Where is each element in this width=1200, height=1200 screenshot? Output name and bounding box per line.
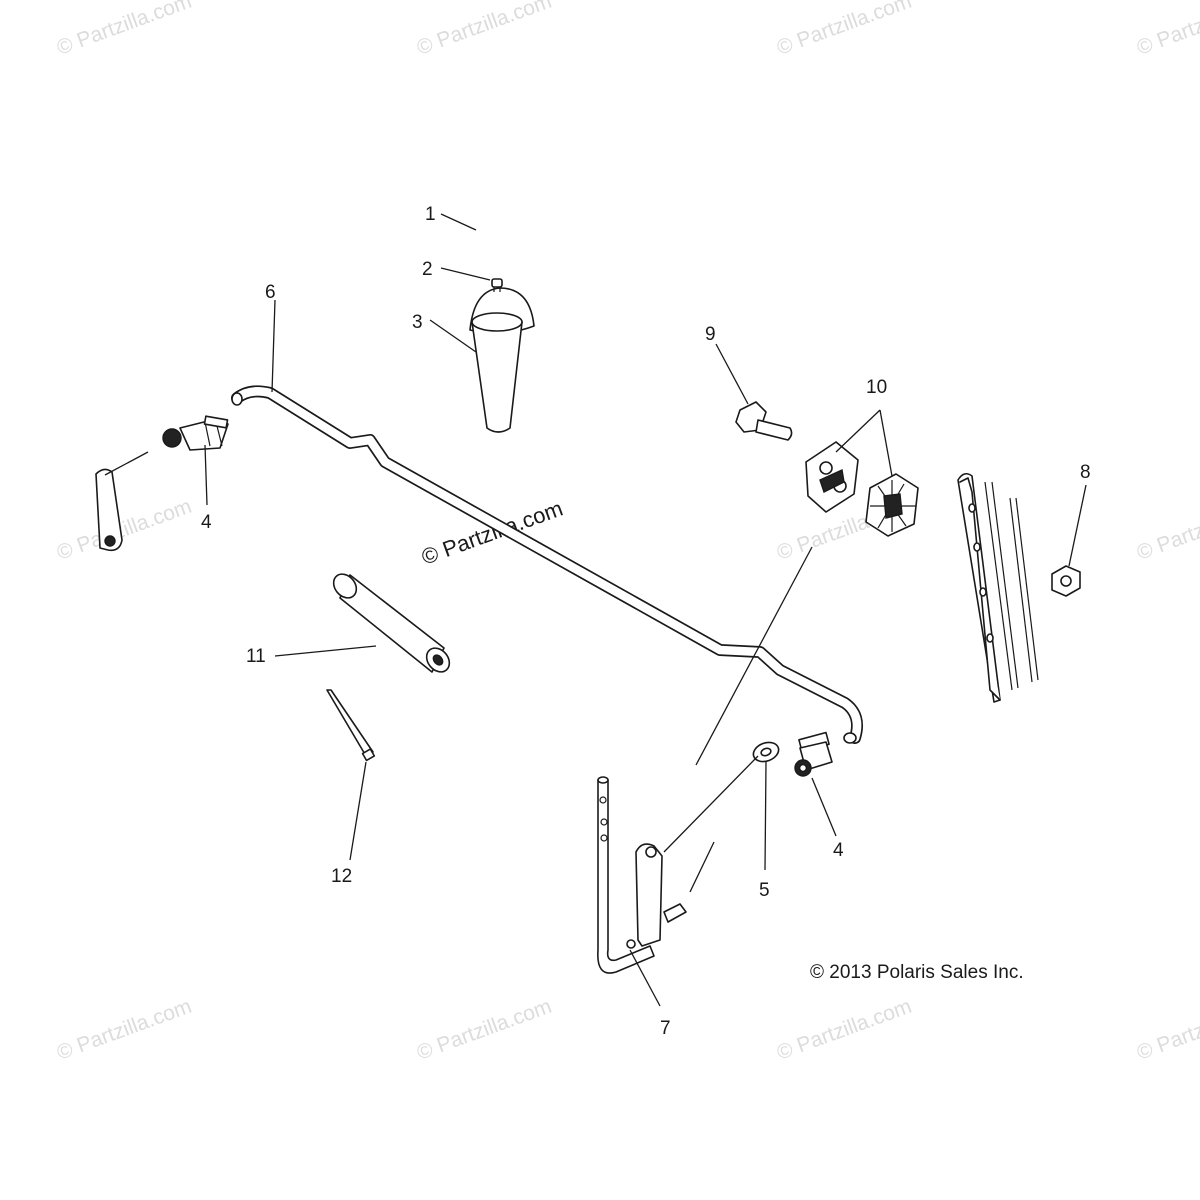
callout-6: 6 [265,282,276,303]
watermark: © Partzilla.com [1134,995,1200,1065]
watermark: © Partzilla.com [774,995,915,1065]
copyright-notice: © 2013 Polaris Sales Inc. [810,962,1024,983]
part-7-shift-lever [597,776,687,974]
watermark: © Partzilla.com [1134,0,1200,60]
watermark: © Partzilla.com [54,495,195,565]
leader-lines [104,213,1087,1007]
callout-labels: 1 2 3 6 4 9 10 8 11 12 5 4 7 [201,204,1091,1039]
watermark: © Partzilla.com [774,0,915,60]
part-8-nut [1051,565,1081,597]
callout-12: 12 [331,866,352,887]
watermark-grid: © Partzilla.com © Partzilla.com © Partzi… [54,0,1200,1065]
part-10-bushings [805,441,919,537]
watermark: © Partzilla.com [54,0,195,60]
mounting-bracket [957,472,1039,703]
callout-10: 10 [866,377,887,398]
part-9-bolt [735,401,793,441]
callout-7: 7 [660,1018,671,1039]
callout-3: 3 [412,312,423,333]
watermark: © Partzilla.com [1134,495,1200,565]
part-6-shift-rod [231,385,863,744]
callout-5: 5 [759,880,770,901]
part-4-right-clip [794,731,833,777]
watermark: © Partzilla.com [414,995,555,1065]
callout-11: 11 [246,646,266,667]
center-watermark: © Partzilla.com [418,496,566,570]
callout-1: 1 [425,204,436,225]
part-11-sleeve [332,573,451,673]
part-4-left-clip [162,415,229,451]
watermark: © Partzilla.com [414,0,555,60]
left-lever-arm [95,468,123,552]
callout-9: 9 [705,324,716,345]
part-12-pin [326,689,376,762]
callout-2: 2 [422,259,433,280]
part-2-screw [491,278,503,292]
callout-4-right: 4 [833,840,844,861]
part-3-shift-knob [471,312,523,433]
part-5-washer [752,741,780,763]
watermark: © Partzilla.com [54,995,195,1065]
callout-8: 8 [1080,462,1091,483]
callout-4-left: 4 [201,512,212,533]
